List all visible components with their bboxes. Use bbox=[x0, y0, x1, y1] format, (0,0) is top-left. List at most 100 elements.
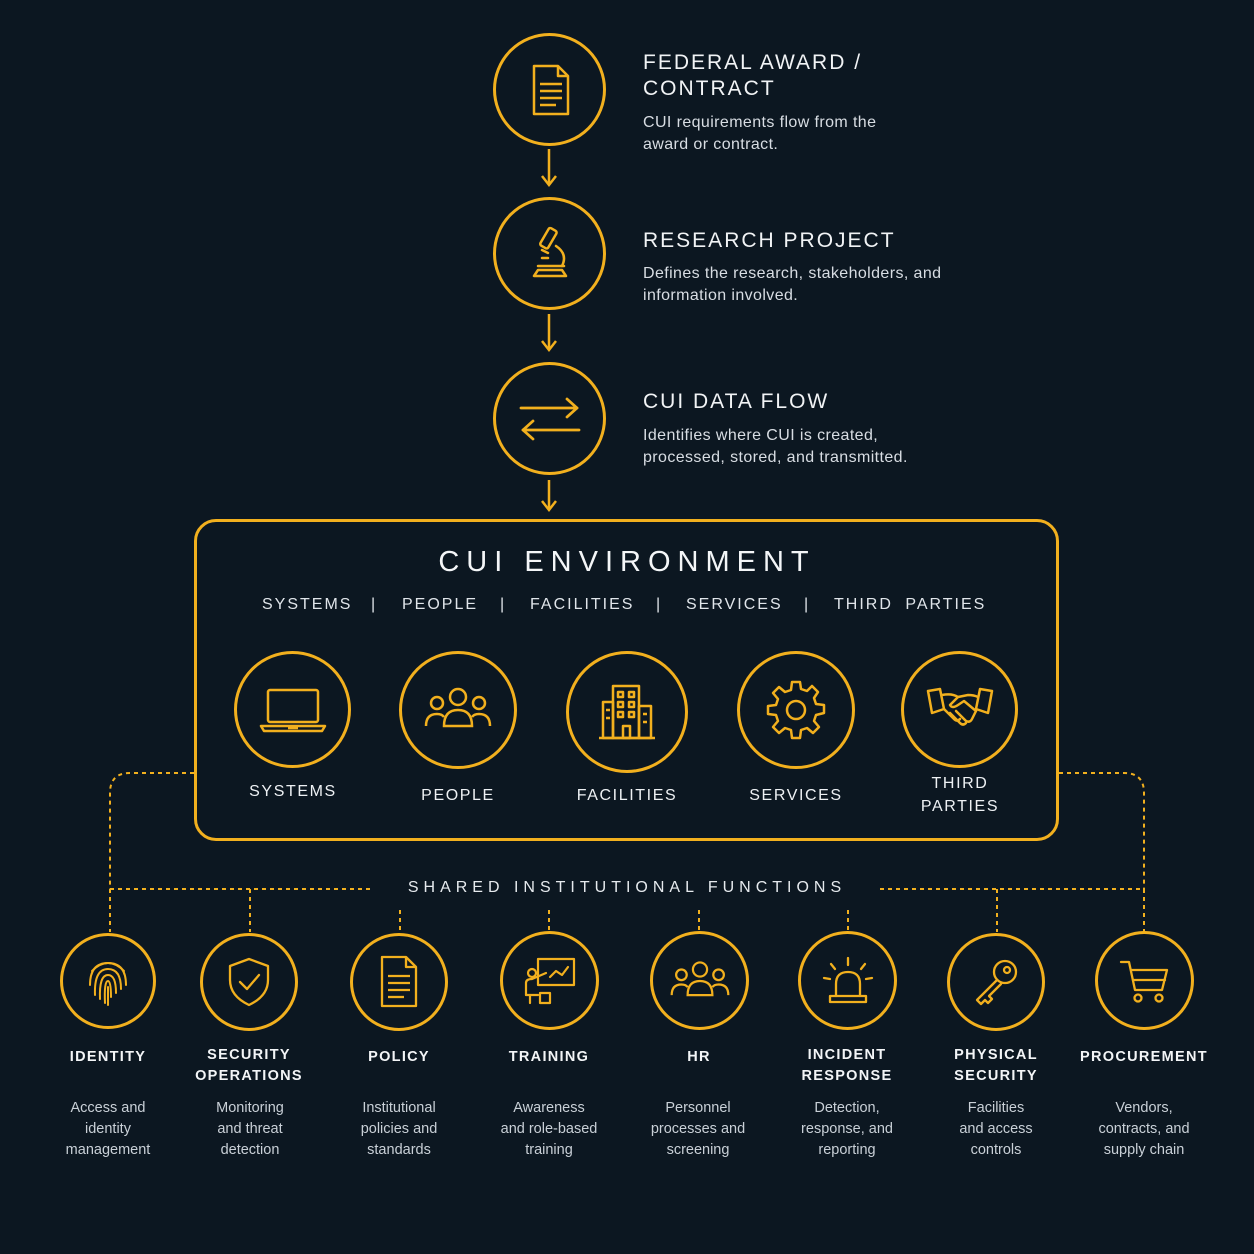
step-award-title: FEDERAL AWARD / CONTRACT bbox=[643, 51, 863, 100]
env-people-circle bbox=[399, 651, 517, 769]
fn-procurement-desc-line: Vendors, bbox=[1115, 1100, 1173, 1116]
fn-policy-circle bbox=[350, 933, 448, 1031]
fn-physical-title-line1: PHYSICAL bbox=[954, 1047, 1038, 1063]
fn-secops-description: Monitoring and threat detection bbox=[175, 1098, 325, 1161]
fn-identity-description: Access and identity management bbox=[33, 1098, 183, 1161]
microscope-icon bbox=[532, 226, 567, 277]
step-research-description: Defines the research, stakeholders, and … bbox=[643, 265, 942, 304]
step-research-title: RESEARCH PROJECT bbox=[643, 229, 896, 252]
fn-physical-description: Facilities and access controls bbox=[921, 1098, 1071, 1161]
fn-physical-desc-line: and access bbox=[959, 1121, 1033, 1137]
env-services-circle bbox=[737, 651, 855, 769]
step-award-description: CUI requirements flow from the award or … bbox=[643, 114, 877, 153]
fn-policy-title-line1: POLICY bbox=[368, 1049, 430, 1065]
fn-incident-title: INCIDENT RESPONSE bbox=[772, 1045, 922, 1087]
building-icon bbox=[599, 684, 655, 740]
fn-incident-desc-line: Detection, bbox=[814, 1100, 880, 1116]
fn-policy-desc-line: Institutional bbox=[362, 1100, 436, 1116]
env-subtitle-separator: | bbox=[656, 596, 663, 613]
fn-identity-desc-line: management bbox=[65, 1142, 151, 1158]
fn-secops-desc-line: detection bbox=[220, 1142, 280, 1158]
fn-hr-desc-line: Personnel bbox=[665, 1100, 731, 1116]
handshake-icon bbox=[926, 687, 993, 726]
fn-incident-title-line1: INCIDENT bbox=[807, 1047, 887, 1063]
fn-training-title-line1: TRAINING bbox=[508, 1049, 590, 1065]
fn-identity-circle bbox=[60, 933, 156, 1029]
env-systems-circle bbox=[234, 651, 351, 768]
shared-functions-label: SHARED INSTITUTIONAL FUNCTIONS bbox=[407, 879, 847, 896]
step-dataflow-description: Identifies where CUI is created, process… bbox=[643, 427, 908, 466]
fn-policy-title: POLICY bbox=[324, 1047, 474, 1068]
fn-incident-desc-line: reporting bbox=[818, 1142, 876, 1158]
env-services-label: SERVICES bbox=[749, 787, 843, 804]
step-dataflow-title: CUI DATA FLOW bbox=[643, 390, 830, 413]
laptop-icon bbox=[259, 688, 326, 732]
exchange-arrows-icon bbox=[519, 397, 580, 440]
fn-procurement-title-line1: PROCUREMENT bbox=[1080, 1049, 1208, 1065]
env-subtitle-facilities: FACILITIES bbox=[530, 596, 635, 613]
env-subtitle-separator: | bbox=[804, 596, 811, 613]
env-people-label: PEOPLE bbox=[421, 787, 495, 804]
env-subtitle-third-parties: THIRD PARTIES bbox=[834, 596, 987, 613]
cui-environment-title: CUI ENVIRONMENT bbox=[438, 546, 816, 578]
cui-environment-box bbox=[194, 519, 1059, 841]
fn-identity-title-line1: IDENTITY bbox=[69, 1049, 147, 1065]
gear-icon bbox=[766, 680, 826, 740]
env-subtitle-separator: | bbox=[371, 596, 378, 613]
fn-physical-title-line2: SECURITY bbox=[954, 1068, 1038, 1084]
env-subtitle-systems: SYSTEMS bbox=[262, 596, 353, 613]
env-third-parties-label-line1: THIRD bbox=[931, 775, 989, 792]
fn-hr-description: Personnel processes and screening bbox=[623, 1098, 773, 1161]
fn-secops-circle bbox=[200, 933, 298, 1031]
fn-procurement-title: PROCUREMENT bbox=[1069, 1047, 1219, 1068]
fn-procurement-description: Vendors, contracts, and supply chain bbox=[1069, 1098, 1219, 1161]
presentation-icon bbox=[524, 957, 575, 1004]
fn-incident-desc-line: response, and bbox=[801, 1121, 893, 1137]
fingerprint-icon bbox=[89, 961, 127, 1006]
step-award-circle bbox=[493, 33, 606, 146]
document-icon bbox=[532, 64, 569, 115]
env-third-parties-label-line2: PARTIES bbox=[920, 798, 1000, 815]
fn-secops-title: SECURITY OPERATIONS bbox=[174, 1045, 324, 1087]
fn-policy-description: Institutional policies and standards bbox=[324, 1098, 474, 1161]
fn-secops-title-line1: SECURITY bbox=[207, 1047, 291, 1063]
fn-procurement-circle bbox=[1095, 931, 1194, 1030]
step-research-circle bbox=[493, 197, 606, 310]
env-subtitle-people: PEOPLE bbox=[402, 596, 479, 613]
fn-physical-desc-line: controls bbox=[970, 1142, 1022, 1158]
fn-training-desc-line: and role-based bbox=[500, 1121, 598, 1137]
fn-policy-desc-line: standards bbox=[367, 1142, 431, 1158]
fn-hr-title: HR bbox=[624, 1047, 774, 1068]
policy-document-icon bbox=[380, 955, 418, 1008]
alarm-light-icon bbox=[822, 956, 873, 1003]
step-dataflow-circle bbox=[493, 362, 606, 475]
cart-icon bbox=[1119, 960, 1168, 1003]
fn-secops-desc-line: Monitoring bbox=[216, 1100, 284, 1116]
fn-training-description: Awareness and role-based training bbox=[474, 1098, 624, 1161]
fn-incident-title-line2: RESPONSE bbox=[801, 1068, 893, 1084]
fn-hr-desc-line: processes and bbox=[650, 1121, 746, 1137]
fn-training-desc-line: Awareness bbox=[513, 1100, 585, 1116]
fn-identity-desc-line: Access and bbox=[70, 1100, 146, 1116]
fn-identity-title: IDENTITY bbox=[33, 1047, 183, 1068]
fn-identity-desc-line: identity bbox=[85, 1121, 131, 1137]
people-icon bbox=[424, 687, 492, 728]
fn-physical-desc-line: Facilities bbox=[967, 1100, 1025, 1116]
fn-physical-title: PHYSICAL SECURITY bbox=[921, 1045, 1071, 1087]
env-facilities-label: FACILITIES bbox=[576, 787, 678, 804]
fn-secops-desc-line: and threat bbox=[217, 1121, 283, 1137]
fn-procurement-desc-line: contracts, and bbox=[1098, 1121, 1190, 1137]
shield-check-icon bbox=[228, 957, 270, 1007]
fn-hr-desc-line: screening bbox=[666, 1142, 730, 1158]
key-icon bbox=[975, 959, 1018, 1006]
fn-physical-circle bbox=[947, 933, 1045, 1031]
fn-training-circle bbox=[500, 931, 599, 1030]
fn-incident-circle bbox=[798, 931, 897, 1030]
env-third-parties-label: THIRD PARTIES bbox=[885, 772, 1035, 818]
fn-policy-desc-line: policies and bbox=[360, 1121, 438, 1137]
fn-hr-title-line1: HR bbox=[687, 1049, 711, 1065]
env-subtitle-services: SERVICES bbox=[686, 596, 783, 613]
env-third-parties-circle bbox=[901, 651, 1018, 768]
group-icon bbox=[670, 960, 729, 996]
